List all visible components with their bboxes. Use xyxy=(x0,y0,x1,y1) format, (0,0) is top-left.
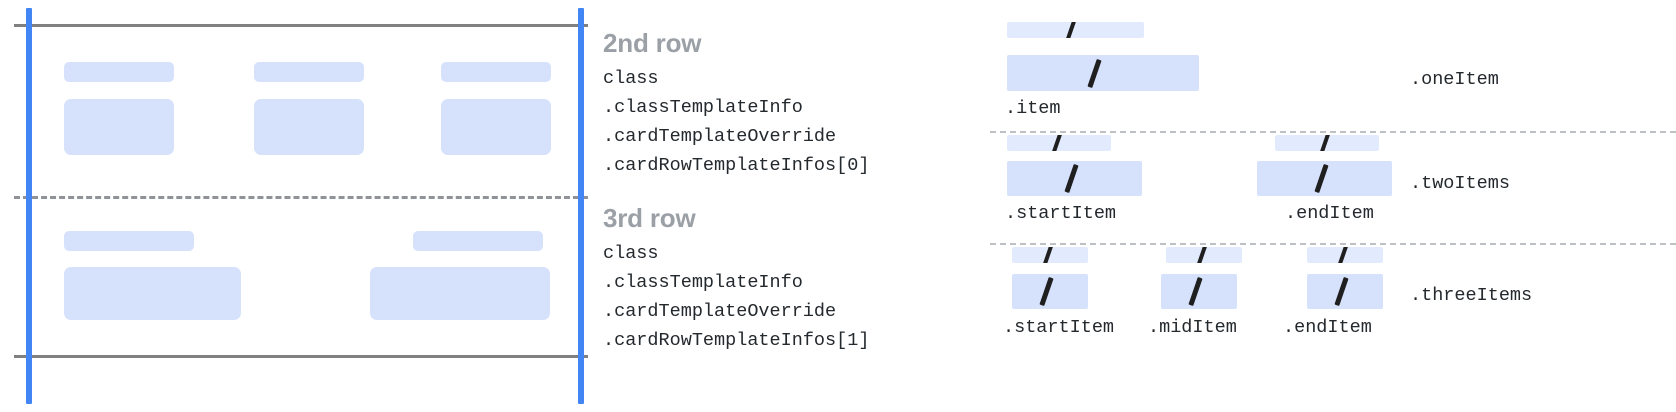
row-spec-title: 2nd row xyxy=(603,28,702,58)
slash-glyph xyxy=(1087,58,1102,89)
row-divider-dashed xyxy=(14,196,588,199)
slash-glyph xyxy=(1039,276,1054,307)
one-item-label-bar xyxy=(1007,22,1144,38)
row-spec-code-line: class xyxy=(603,243,659,265)
row-layout-variants: .item .oneItem .startItem .endItem .twoI… xyxy=(985,0,1676,412)
row-spec-title: 3rd row xyxy=(603,203,696,233)
row2-cell2-value-block xyxy=(254,99,364,155)
row2-cell1-label-block xyxy=(64,62,174,82)
two-items-end-label-bar xyxy=(1275,135,1379,151)
slash-glyph xyxy=(1064,163,1079,194)
two-items-start-value-bar xyxy=(1007,161,1142,196)
row-spec-code-line: class xyxy=(603,68,659,90)
row3-cell2-value-block xyxy=(370,267,550,320)
one-item-slot-label: .item xyxy=(1005,98,1061,119)
row-spec-code-line: .classTemplateInfo xyxy=(603,272,803,294)
top-rule xyxy=(14,24,588,27)
variant-one-item: .item .oneItem xyxy=(985,22,1676,128)
three-items-mid-slot-label: .midItem xyxy=(1148,317,1237,338)
row2-cell2-label-block xyxy=(254,62,364,82)
three-items-mid-value-bar xyxy=(1161,274,1237,309)
row3-cell1-value-block xyxy=(64,267,241,320)
slash-glyph xyxy=(1319,135,1331,151)
two-items-end-slot-label: .endItem xyxy=(1285,203,1374,224)
one-item-value-bar xyxy=(1007,55,1199,91)
two-items-variant-label: .twoItems xyxy=(1410,173,1510,194)
variant-separator xyxy=(990,131,1676,133)
three-items-start-slot-label: .startItem xyxy=(1003,317,1115,338)
row2-cell3-value-block xyxy=(441,99,551,155)
three-items-variant-label: .threeItems xyxy=(1410,285,1533,306)
variant-separator xyxy=(990,243,1676,245)
row3-cell2-label-block xyxy=(413,231,543,251)
two-items-end-value-bar xyxy=(1257,161,1392,196)
right-guide-line xyxy=(578,8,584,404)
left-guide-line xyxy=(26,8,32,404)
two-items-start-slot-label: .startItem xyxy=(1005,203,1117,224)
three-items-start-value-bar xyxy=(1012,274,1088,309)
slash-glyph xyxy=(1188,276,1203,307)
three-items-end-label-bar xyxy=(1307,247,1383,263)
three-items-end-value-bar xyxy=(1307,274,1383,309)
row-spec-code-line: .cardTemplateOverride xyxy=(603,301,837,323)
row-spec-2nd-row: 2nd row class .classTemplateInfo .cardTe… xyxy=(603,28,869,180)
variant-three-items: .startItem .midItem .endItem .threeItems xyxy=(985,247,1676,359)
row-spec-code-line: .cardRowTemplateInfos[0] xyxy=(603,155,870,177)
card-row-preview xyxy=(0,0,600,412)
slash-glyph xyxy=(1065,22,1077,38)
slash-glyph xyxy=(1314,163,1329,194)
slash-glyph xyxy=(1337,247,1349,263)
three-items-end-slot-label: .endItem xyxy=(1283,317,1372,338)
slash-glyph xyxy=(1051,135,1063,151)
row3-cell1-label-block xyxy=(64,231,194,251)
row2-cell3-label-block xyxy=(441,62,551,82)
one-item-variant-label: .oneItem xyxy=(1410,69,1499,90)
slash-glyph xyxy=(1042,247,1054,263)
row-spec-column: 2nd row class .classTemplateInfo .cardTe… xyxy=(603,0,943,412)
slash-glyph xyxy=(1334,276,1349,307)
row-spec-code-line: .cardRowTemplateInfos[1] xyxy=(603,330,870,352)
variant-two-items: .startItem .endItem .twoItems xyxy=(985,135,1676,241)
three-items-start-label-bar xyxy=(1012,247,1088,263)
slash-glyph xyxy=(1196,247,1208,263)
row-spec-3rd-row: 3rd row class .classTemplateInfo .cardTe… xyxy=(603,203,869,355)
two-items-start-label-bar xyxy=(1007,135,1111,151)
row-spec-code-line: .cardTemplateOverride xyxy=(603,126,837,148)
row-spec-code-line: .classTemplateInfo xyxy=(603,97,803,119)
three-items-mid-label-bar xyxy=(1166,247,1242,263)
bottom-rule xyxy=(14,355,588,358)
row2-cell1-value-block xyxy=(64,99,174,155)
